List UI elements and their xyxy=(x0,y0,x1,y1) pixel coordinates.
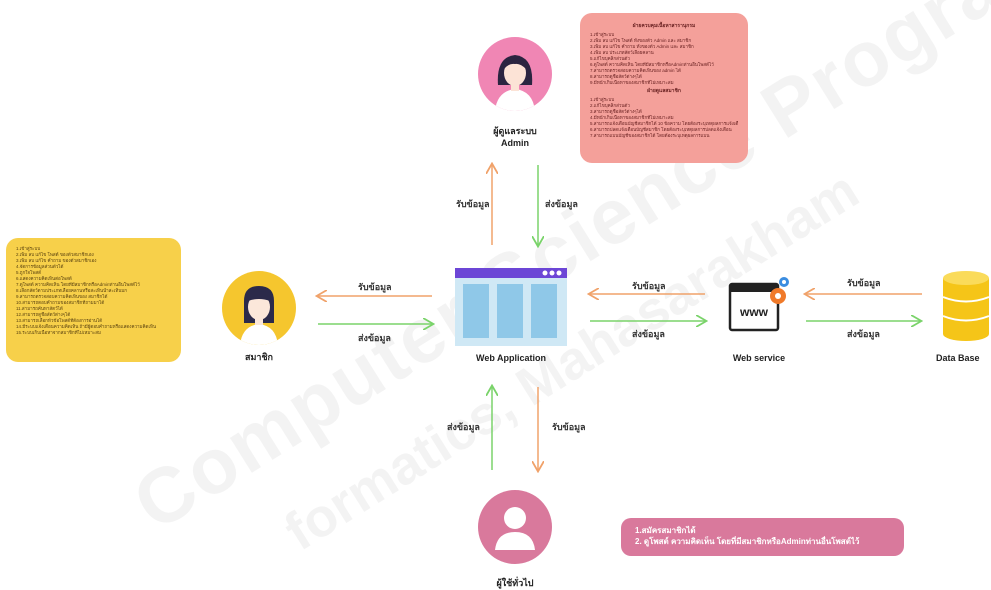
guest-note-item: 1.สมัครสมาชิกได้ xyxy=(635,526,696,535)
member-label: สมาชิก xyxy=(244,352,274,362)
edge-label-member-receive: รับข้อมูล xyxy=(358,282,392,292)
admin-note-item: 4.เพิ่ม ลบ ประเภทสัตว์เลื้อยคลาน xyxy=(590,50,654,55)
edge-label-admin-receive: รับข้อมูล xyxy=(456,199,490,209)
admin-note-item: 2.แก้ไขบุคลิกส่วนตัว xyxy=(590,103,630,108)
member-duties-note: 1.เข้าสู่ระบบ 2.เพิ่ม ลบ แก้ไข โพสต์ ของ… xyxy=(6,238,181,362)
member-note-item: 14.มีระบบแจ้งเตือนความคิดเห็น ถ้ามีผู้ตอ… xyxy=(16,324,157,329)
member-note-item: 1.เข้าสู่ระบบ xyxy=(16,246,41,251)
admin-note-item: 7.สามารถแบนบัญชีของสมาชิกได้ โดยต้องระบุ… xyxy=(590,133,710,138)
admin-note-item: 5.สามารถแจ้งเตือนบัญชีสมาชิกได้ 10 ข้อคว… xyxy=(590,121,738,126)
svg-text:www: www xyxy=(739,305,769,319)
www-gear-icon: www xyxy=(728,276,790,332)
guest-label: ผู้ใช้ทั่วไป xyxy=(496,578,534,588)
database-icon xyxy=(941,270,991,342)
admin-note-item: 6.สามารถปลดแจ้งเตือนบัญชีสมาชิก โดยต้องร… xyxy=(590,127,732,132)
admin-label-en: Admin xyxy=(501,138,529,148)
member-note-item: 6.แสดงความคิดเห็นต่อโพสต์ xyxy=(16,276,72,281)
admin-duties-note: ฝ่ายควบคุมเนื้อหาสารานุกรม 1.เข้าสู่ระบบ… xyxy=(580,13,748,163)
admin-note-item: 3.เพิ่ม ลบ แก้ไข คำถาม ทั้งของตัว Admin … xyxy=(590,44,694,49)
member-note-item: 2.เพิ่ม ลบ แก้ไข โพสต์ ของตัวสมาชิกเอง xyxy=(16,252,94,257)
member-note-item: 11.สามารถค้นหาสัตว์ได้ xyxy=(16,306,63,311)
webapp-label: Web Application xyxy=(475,353,546,363)
admin-note-item: 9.มีหน้าเก็บเนื้อหาของสมาชิกที่ไม่เหมาะส… xyxy=(590,80,674,85)
admin-note-item: 4.มีหน้าเก็บเนื้อหาของสมาชิกที่ไม่เหมาะส… xyxy=(590,115,674,120)
member-note-item: 13.สามารถเลือกหัวข้อโพสต์ที่ต้องการอ่านไ… xyxy=(16,318,103,323)
admin-label-thai: ผู้ดูแลระบบ xyxy=(493,126,537,136)
guest-duties-note: 1.สมัครสมาชิกได้ 2. ดูโพสต์ ความคิดเห็น … xyxy=(621,518,904,556)
member-note-item: 9.สามารถตรวจสอบความคิดเห็นของ สมาชิกได้ xyxy=(16,294,108,299)
admin-note-item: 3.สามารถดูชื่อสัตว์ต่างๆได้ xyxy=(590,109,642,114)
edge-label-member-send: ส่งข้อมูล xyxy=(358,333,391,343)
webservice-label: Web service xyxy=(732,353,786,363)
guest-note-item: 2. ดูโพสต์ ความคิดเห็น โดยที่มีสมาชิกหรื… xyxy=(635,537,860,546)
admin-note-item: 5.แก้ไขบุคลิกส่วนตัว xyxy=(590,56,630,61)
admin-label: ผู้ดูแลระบบ Admin xyxy=(480,125,550,149)
edge-label-database-send: ส่งข้อมูล xyxy=(847,329,880,339)
edge-label-admin-send: ส่งข้อมูล xyxy=(545,199,578,209)
member-note-item: 5.ถูกใจโพสต์ xyxy=(16,270,42,275)
admin-note-heading-2: ฝ่ายดูแลสมาชิก xyxy=(647,88,681,94)
edge-label-webservice-send: ส่งข้อมูล xyxy=(632,329,665,339)
member-note-item: 8.เลือกสัตว์ตามประเภทเลื้อยคลานหรือสะเทิ… xyxy=(16,288,128,293)
admin-note-item: 7.สามารถตรวจสอบความคิดเห็นของ admin ได้ xyxy=(590,68,681,73)
edge-label-webservice-receive: รับข้อมูล xyxy=(632,281,666,291)
admin-note-item: 2.เพิ่ม ลบ แก้ไข โพสต์ ทั้งของตัว Admin … xyxy=(590,38,692,43)
member-note-item: 15.ระบบเก็บเนื้อหาจากสมาชิกที่ไม่เหมาะสม xyxy=(16,330,101,335)
edge-label-guest-receive: รับข้อมูล xyxy=(552,422,586,432)
member-avatar-icon xyxy=(222,271,296,345)
member-note-item: 10.สามารถตอบคำถามของสมาชิกที่ถามมาได้ xyxy=(16,300,105,305)
admin-note-item: 1.เข้าสู่ระบบ xyxy=(590,97,615,102)
edge-label-guest-send: ส่งข้อมูล xyxy=(447,422,480,432)
member-note-item: 7.ดูโพสต์ ความคิดเห็น โดยที่มีสมาชิกหรือ… xyxy=(16,282,140,287)
admin-note-item: 6.ดูโพสต์ ความคิดเห็น โดยที่มีสมาชิกหรือ… xyxy=(590,62,714,67)
admin-avatar-icon xyxy=(478,37,552,111)
admin-note-item: 8.สามารถดูชื่อสัตว์ต่างๆได้ xyxy=(590,74,642,79)
browser-window-icon xyxy=(455,268,567,346)
admin-note-item: 1.เข้าสู่ระบบ xyxy=(590,32,615,37)
database-label: Data Base xyxy=(936,353,980,363)
member-note-item: 3.เพิ่ม ลบ แก้ไข คำถาม ของตัวสมาชิกเอง xyxy=(16,258,97,263)
edge-label-database-receive: รับข้อมูล xyxy=(847,278,881,288)
member-note-item: 12.สามารถดูชื่อสัตว์ต่างๆได้ xyxy=(16,312,71,317)
guest-avatar-icon xyxy=(478,490,552,564)
member-note-item: 4.จัดการข้อมูลส่วนตัวได้ xyxy=(16,264,64,269)
admin-note-heading-1: ฝ่ายควบคุมเนื้อหาสารานุกรม xyxy=(632,23,696,29)
